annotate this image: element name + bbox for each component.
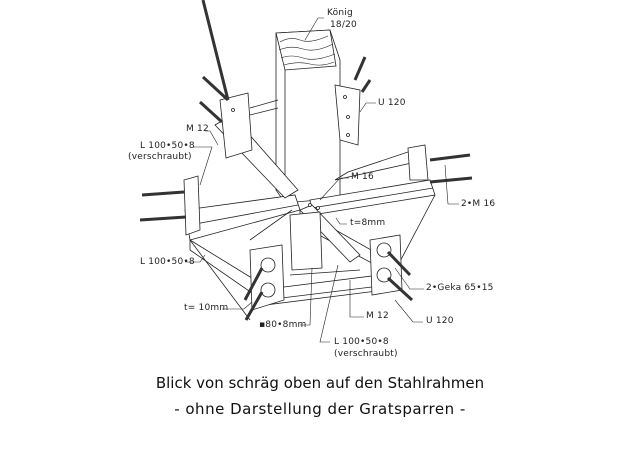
label-m16: M 16 <box>351 172 374 182</box>
label-t8: t=8mm <box>350 218 386 228</box>
timber-post <box>275 29 341 204</box>
label-angle-left: L 100•50•8 <box>140 257 195 267</box>
label-two-m16: 2•M 16 <box>461 199 496 209</box>
frame-beams <box>184 99 436 321</box>
label-m12-bottom: M 12 <box>366 311 389 321</box>
label-post-size: 18/20 <box>330 20 357 30</box>
label-square-plate: ▪80•8mm <box>259 320 307 330</box>
label-geka: 2•Geka 65•15 <box>426 283 494 293</box>
label-angle-bottom: L 100•50•8 <box>334 337 389 347</box>
label-t10: t= 10mm <box>184 303 229 313</box>
u120-brackets <box>183 84 429 311</box>
label-u120-top: U 120 <box>378 98 406 108</box>
threaded-rods <box>139 0 473 321</box>
caption-line-2: - ohne Darstellung der Gratsparren - <box>174 400 466 418</box>
leader-lines <box>185 17 459 343</box>
label-angle-bottom-note: (verschraubt) <box>334 349 398 359</box>
label-m12-left: M 12 <box>186 124 209 134</box>
label-u120-bottom: U 120 <box>426 316 454 326</box>
label-angle-top-note: (verschraubt) <box>128 152 192 162</box>
label-angle-top: L 100•50•8 <box>140 141 195 151</box>
label-post: König <box>327 8 353 18</box>
caption-line-1: Blick von schräg oben auf den Stahlrahme… <box>155 374 485 392</box>
